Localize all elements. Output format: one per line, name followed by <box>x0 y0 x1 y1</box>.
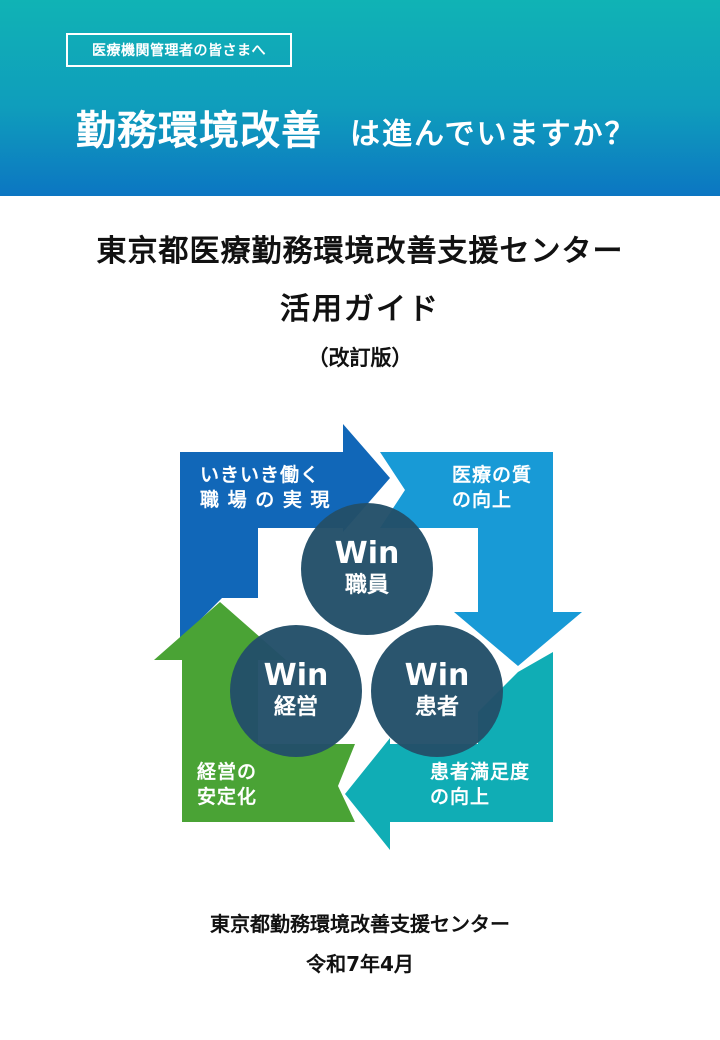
win-management-name: 経営 <box>273 695 318 720</box>
audience-tag: 医療機関管理者の皆さまへ <box>66 33 292 67</box>
win-staff-win: Win <box>334 536 400 571</box>
label-management: 経営の 安定化 <box>197 761 258 808</box>
headline-main: 勤務環境改善 <box>76 108 322 154</box>
page-subtitle: 活用ガイド <box>280 292 440 327</box>
win-circle-staff <box>301 503 433 635</box>
win-management: Win 経営 <box>230 625 362 757</box>
label-patient: 患者満足度 の向上 <box>430 761 531 808</box>
label-staff-workplace: いきいき働く 職 場 の 実 現 <box>200 464 331 511</box>
win-patient-name: 患者 <box>414 695 459 720</box>
label-quality: 医療の質 の向上 <box>452 464 533 511</box>
headline-rest: は進んでいますか？ <box>350 117 637 152</box>
win-management-win: Win <box>263 658 329 693</box>
edition-label: （改訂版） <box>307 346 413 370</box>
win-circle-management <box>230 625 362 757</box>
win-patient-win: Win <box>404 658 470 693</box>
win-staff-name: 職員 <box>344 573 389 598</box>
page-title: 東京都医療勤務環境改善支援センター <box>96 234 624 269</box>
win-patient: Win 患者 <box>371 625 503 757</box>
win-circle-patient <box>371 625 503 757</box>
win-staff: Win 職員 <box>301 503 433 635</box>
footer-date: 令和7年4月 <box>306 952 414 976</box>
footer-organization: 東京都勤務環境改善支援センター <box>210 912 510 936</box>
arrow-quality <box>380 452 582 666</box>
arrow-staff-workplace <box>180 424 390 640</box>
header-banner: 医療機関管理者の皆さまへ 勤務環境改善 は進んでいますか？ <box>0 0 720 196</box>
headline: 勤務環境改善 は進んでいますか？ <box>76 98 637 156</box>
